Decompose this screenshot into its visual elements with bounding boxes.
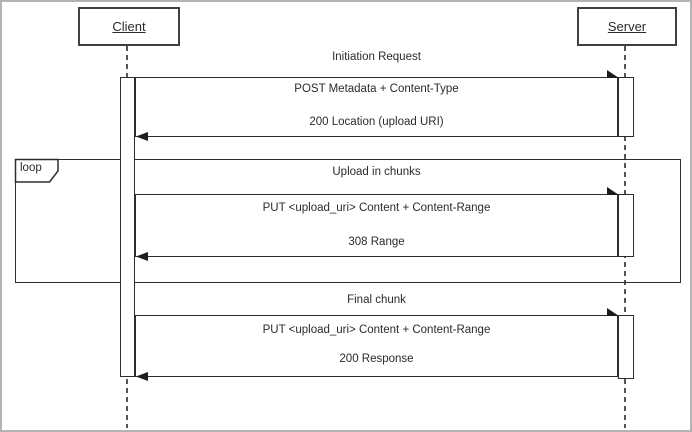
- loop-label: loop: [20, 162, 42, 174]
- request-arrowhead-icon: [607, 187, 619, 195]
- request-message: PUT <upload_uri> Content + Content-Range: [262, 324, 491, 336]
- response-arrowhead-icon: [136, 372, 148, 381]
- request-message: PUT <upload_uri> Content + Content-Range: [262, 202, 491, 214]
- server-actor-label: Server: [607, 19, 647, 34]
- response-message: 308 Range: [348, 236, 405, 248]
- server-activation-bar-3: [618, 315, 634, 379]
- client-actor-box: Client: [78, 7, 180, 46]
- loop-fragment: [15, 159, 681, 283]
- response-message: 200 Location (upload URI): [309, 116, 444, 128]
- client-actor-label: Client: [112, 19, 146, 34]
- client-activation-bar: [120, 77, 135, 377]
- request-arrowhead-icon: [607, 70, 619, 78]
- server-actor-box: Server: [577, 7, 677, 46]
- server-activation-bar-1: [618, 77, 634, 137]
- request-message: POST Metadata + Content-Type: [294, 83, 459, 95]
- response-arrowhead-icon: [136, 252, 148, 261]
- response-message: 200 Response: [339, 353, 414, 365]
- exchange-box-final-chunk: [135, 315, 618, 377]
- section-header: Final chunk: [347, 294, 406, 306]
- loop-pentagon-icon: [14, 158, 59, 183]
- section-header: Upload in chunks: [332, 166, 421, 178]
- exchange-box-initiation: [135, 77, 618, 137]
- response-arrowhead-icon: [136, 132, 148, 141]
- server-activation-bar-2: [618, 194, 634, 257]
- exchange-box-chunk-upload: [135, 194, 618, 257]
- section-header: Initiation Request: [332, 51, 421, 63]
- request-arrowhead-icon: [607, 308, 619, 316]
